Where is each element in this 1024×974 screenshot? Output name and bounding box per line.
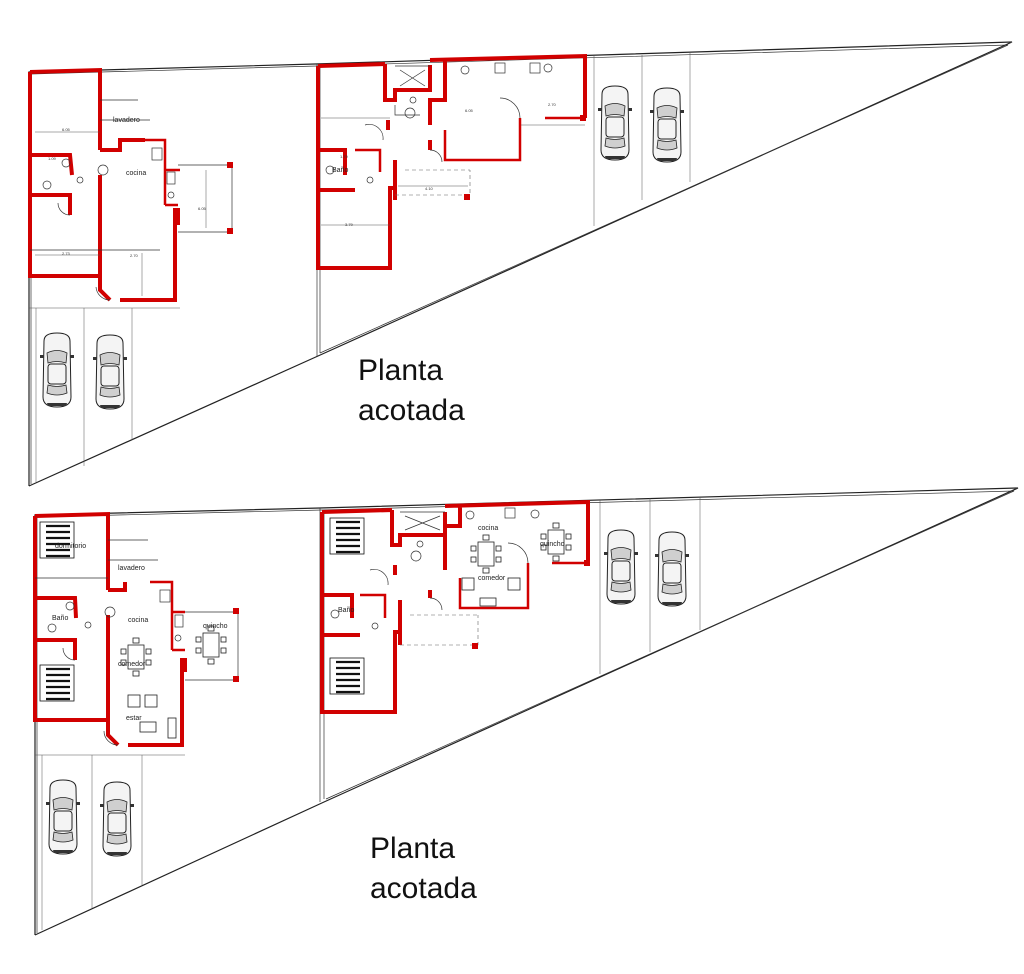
dim-label: 1.09	[48, 156, 57, 161]
car-icon	[45, 779, 81, 855]
car-icon	[597, 85, 633, 161]
car-icon	[603, 529, 639, 605]
sheet-title-line1-top: Planta	[358, 354, 443, 387]
dining-table-icon	[470, 534, 502, 574]
room-label-comedor-right: comedor	[478, 575, 506, 582]
car-icon	[99, 781, 135, 857]
room-label-dormitorio: dormitorio	[55, 543, 86, 550]
sheet-title-line2-top: acotada	[358, 394, 465, 427]
sheet-title-line1-bottom: Planta	[370, 832, 455, 865]
room-label-cocina-top: cocina	[126, 170, 146, 177]
car-icon	[39, 332, 75, 408]
car-icon	[92, 334, 128, 410]
house-right-top	[316, 53, 587, 270]
bed-icon	[328, 656, 366, 696]
dining-table-icon	[120, 637, 152, 677]
house-left-bottom	[33, 511, 239, 747]
house-right-bottom	[320, 499, 590, 714]
dim-label: 2.70	[130, 253, 139, 258]
room-label-quincho-left: quincho	[203, 623, 228, 630]
room-label-estar: estar	[126, 715, 142, 722]
dim-label: 2.70	[548, 102, 557, 107]
room-label-comedor-left: comedor	[118, 661, 146, 668]
room-label-bano-top: Baño	[332, 167, 348, 174]
room-label-bano-left: Baño	[52, 615, 68, 622]
dim-label: 3.79	[345, 222, 354, 227]
dining-table-icon	[195, 625, 227, 665]
dim-label: 4.10	[425, 186, 434, 191]
room-label-lavadero-top: lavadero	[113, 117, 140, 124]
dim-label: 2.73	[62, 251, 71, 256]
top-sheet: lavadero cocina 6.05 1.09 2.73 2.70 6.05…	[28, 41, 1013, 487]
bed-icon	[328, 516, 366, 556]
dim-label: 6.05	[465, 108, 474, 113]
room-label-cocina-left: cocina	[128, 617, 148, 624]
bed-icon	[38, 520, 76, 560]
bottom-sheet: lavadero cocina Baño comedor estar quinc…	[33, 487, 1019, 936]
dim-label: 1.79	[340, 154, 349, 159]
house-left-top	[28, 67, 233, 302]
room-label-quincho-right: quincho	[540, 541, 565, 548]
dim-label: 6.05	[198, 206, 207, 211]
room-label-lavadero-bottom: lavadero	[118, 565, 145, 572]
room-label-cocina-right: cocina	[478, 525, 498, 532]
dim-label: 6.05	[62, 127, 71, 132]
car-icon	[654, 531, 690, 607]
room-label-bano-right: Baño	[338, 607, 354, 614]
car-icon	[649, 87, 685, 163]
sheet-title-line2-bottom: acotada	[370, 872, 477, 905]
bed-icon	[38, 663, 76, 703]
